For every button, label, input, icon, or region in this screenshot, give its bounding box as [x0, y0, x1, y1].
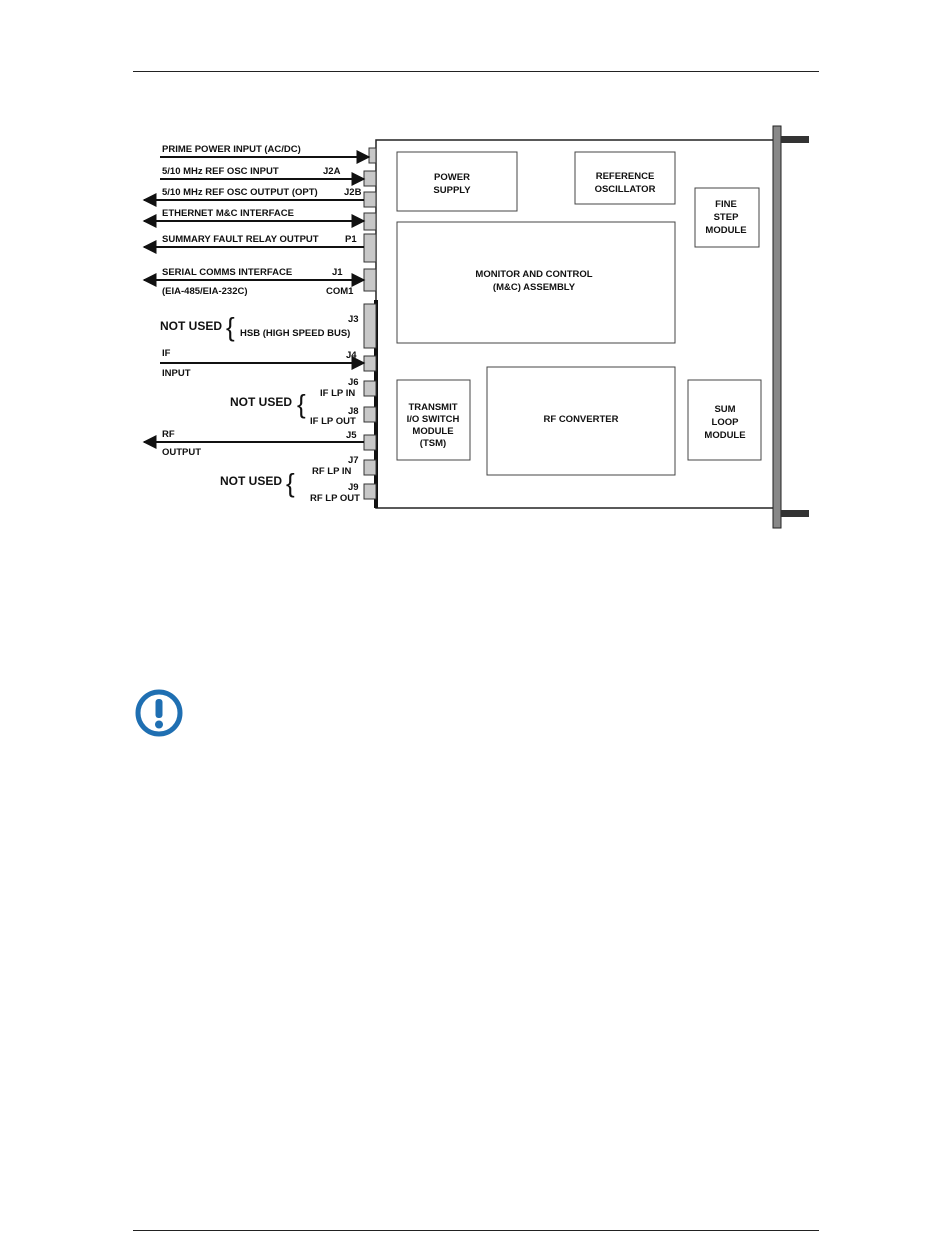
label-hsb: HSB (HIGH SPEED BUS) [240, 328, 350, 339]
label-j2b: J2B [344, 187, 362, 198]
mc-label-1: MONITOR AND CONTROL [475, 269, 592, 280]
tsm-label-1: TRANSMIT [408, 402, 457, 413]
connector-j1 [363, 268, 377, 292]
label-j2a: J2A [323, 166, 341, 177]
fine-step-label-3: MODULE [705, 225, 746, 236]
connector-j5 [363, 434, 377, 451]
rf-converter-box [486, 366, 676, 476]
label-fault-relay: SUMMARY FAULT RELAY OUTPUT [162, 234, 319, 245]
connector-j2a [363, 170, 377, 187]
connector-j6 [363, 380, 377, 397]
label-not-used-rf-lp: NOT USED [220, 474, 282, 488]
label-if-lp-out: IF LP OUT [310, 416, 356, 427]
connector-j8 [363, 406, 377, 423]
label-not-used-if-lp: NOT USED [230, 395, 292, 409]
label-rf-lp-in: RF LP IN [312, 466, 352, 477]
label-if: IF [162, 348, 171, 359]
front-panel [772, 125, 782, 529]
label-serial: SERIAL COMMS INTERFACE [162, 267, 292, 278]
label-not-used-hsb: NOT USED [160, 319, 222, 333]
connector-j2b [363, 191, 377, 208]
power-supply-label-2: SUPPLY [433, 185, 471, 196]
label-j7: J7 [348, 455, 359, 466]
label-ref-osc-input: 5/10 MHz REF OSC INPUT [162, 166, 279, 177]
tsm-label-2: I/O SWITCH [407, 414, 460, 425]
power-supply-box [396, 151, 518, 212]
label-j5: J5 [346, 430, 357, 441]
handle-bottom [781, 510, 809, 517]
label-j8: J8 [348, 406, 359, 417]
brace-if-lp: { [297, 389, 306, 419]
label-j3: J3 [348, 314, 359, 325]
tsm-box [396, 379, 471, 461]
label-ref-osc-output: 5/10 MHz REF OSC OUTPUT (OPT) [162, 187, 318, 198]
tsm-label-3: MODULE [412, 426, 453, 437]
reference-oscillator-box [574, 151, 676, 205]
label-j4: J4 [346, 350, 357, 361]
rf-converter-label: RF CONVERTER [544, 414, 619, 425]
label-if-lp-in: IF LP IN [320, 388, 355, 399]
fine-step-label-2: STEP [714, 212, 739, 223]
header-rule [133, 71, 819, 72]
brace-hsb: { [226, 312, 235, 342]
tsm-label-4: (TSM) [420, 438, 446, 449]
connector-j3 [363, 303, 377, 349]
sum-loop-module-box [687, 379, 762, 461]
ref-osc-label-1: REFERENCE [596, 171, 655, 182]
footer-rule [133, 1230, 819, 1231]
brace-rf-lp: { [286, 468, 295, 498]
label-serial-sub: (EIA-485/EIA-232C) [162, 286, 248, 297]
ref-osc-label-2: OSCILLATOR [595, 184, 656, 195]
connector-j9 [363, 483, 377, 500]
handle-top [781, 136, 809, 143]
label-j6: J6 [348, 377, 359, 388]
connector-p1 [363, 233, 377, 263]
label-j9: J9 [348, 482, 359, 493]
label-rf: RF [162, 429, 175, 440]
notice-exclamation-icon [135, 689, 183, 737]
label-com1: COM1 [326, 286, 354, 297]
label-p1: P1 [345, 234, 357, 245]
mc-assembly-box [396, 221, 676, 344]
connector-prime-power [368, 147, 377, 164]
fine-step-label-1: FINE [715, 199, 737, 210]
connector-j7 [363, 459, 377, 476]
power-supply-label-1: POWER [434, 172, 470, 183]
sum-loop-label-1: SUM [714, 404, 735, 415]
fine-step-module-box [694, 187, 760, 248]
label-ethernet: ETHERNET M&C INTERFACE [162, 208, 294, 219]
label-if-input: INPUT [162, 368, 191, 379]
connector-j4 [363, 355, 377, 372]
mc-label-2: (M&C) ASSEMBLY [493, 282, 576, 293]
label-prime-power: PRIME POWER INPUT (AC/DC) [162, 144, 301, 155]
sum-loop-label-2: LOOP [712, 417, 740, 428]
label-j1: J1 [332, 267, 343, 278]
block-diagram: PRIME POWER INPUT (AC/DC) 5/10 MHz REF O… [142, 125, 809, 529]
connector-ethernet [363, 212, 377, 231]
sum-loop-label-3: MODULE [704, 430, 745, 441]
label-rf-lp-out: RF LP OUT [310, 493, 360, 504]
backplane-bar [374, 300, 378, 508]
label-rf-output: OUTPUT [162, 447, 201, 458]
